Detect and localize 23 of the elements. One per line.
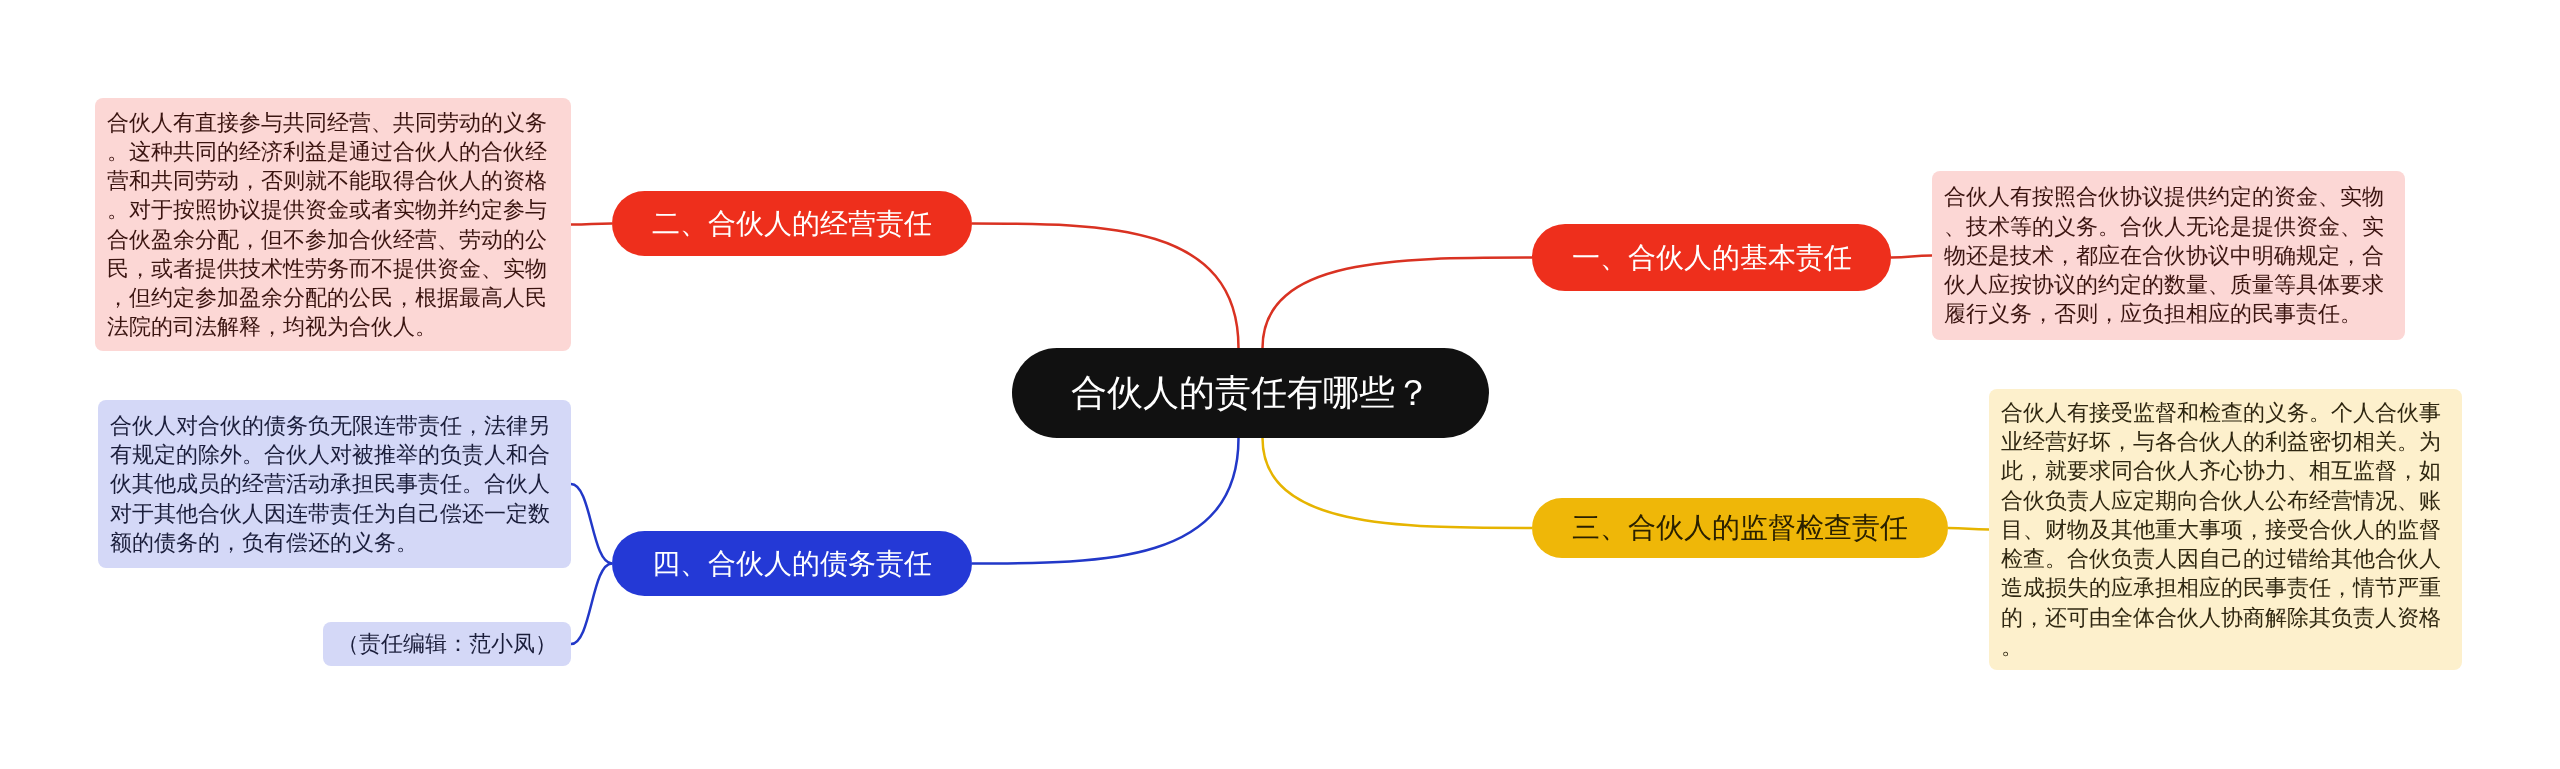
connector-line bbox=[1948, 526, 1989, 531]
topic-text: 二、合伙人的经营责任 bbox=[652, 205, 932, 242]
topic-text: 四、合伙人的债务责任 bbox=[652, 545, 932, 582]
note-card bbox=[1932, 171, 2405, 340]
note-text: 合伙人对合伙的债务负无限连带责任，法律另有规定的除外。合伙人对被推举的负责人和合伙其他成员的经营活动承担民事责任。合伙人对于其他合伙人因连带责任为自己偿还一定数额的债务的，负有偿还的义务。 bbox=[110, 411, 551, 557]
connector-line bbox=[570, 562, 613, 646]
connector-line bbox=[972, 222, 1240, 349]
note-text: （责任编辑：范小凤） bbox=[337, 630, 557, 659]
note-card bbox=[98, 400, 571, 568]
note-text: 合伙人有直接参与共同经营、共同劳动的义务。这种共同的经济利益是通过合伙人的合伙经营和共同劳动，否则就不能取得合伙人的资格。对于按照协议提供资金或者实物并约定参与合伙盈余分配，但不参加合伙经营、劳动的公民，或者提供技术性劳务而不提供资金、实物，但约定参加盈余分配的公民，根据最高人民法院的司法解释，均视为合伙人。 bbox=[107, 108, 548, 342]
connector-line bbox=[972, 437, 1240, 565]
topic-text: 三、合伙人的监督检查责任 bbox=[1572, 510, 1908, 546]
connector-line bbox=[1891, 254, 1932, 259]
connector-line bbox=[1261, 256, 1532, 349]
note-text: 合伙人有接受监督和检查的义务。个人合伙事业经营好坏，与各合伙人的利益密切相关。为此，就要求同合伙人齐心协力、相互监督，如合伙负责人应定期向合伙人公布经营情况、账目、财物及其他重大事项，接受合伙人的监督检查。合伙负责人因自己的过错给其他合伙人造成损失的应承担相应的民事责任，情节严重的，还可由全体合伙人协商解除其负责人资格。 bbox=[2001, 398, 2442, 661]
connector-line bbox=[570, 482, 613, 565]
connector-line bbox=[1261, 437, 1532, 530]
topic-text: 合伙人的责任有哪些？ bbox=[1070, 370, 1431, 415]
branch-topic bbox=[1532, 498, 1948, 558]
topic-text: 一、合伙人的基本责任 bbox=[1571, 239, 1852, 276]
note-card bbox=[323, 622, 571, 666]
connector-line bbox=[571, 222, 612, 226]
note-text: 合伙人有按照合伙协议提供约定的资金、实物、技术等的义务。合伙人无论是提供资金、实物还是技术，都应在合伙协议中明确规定，合伙人应按协议的约定的数量、质量等具体要求履行义务，否则，应负担相应的民事责任。 bbox=[1944, 183, 2385, 329]
